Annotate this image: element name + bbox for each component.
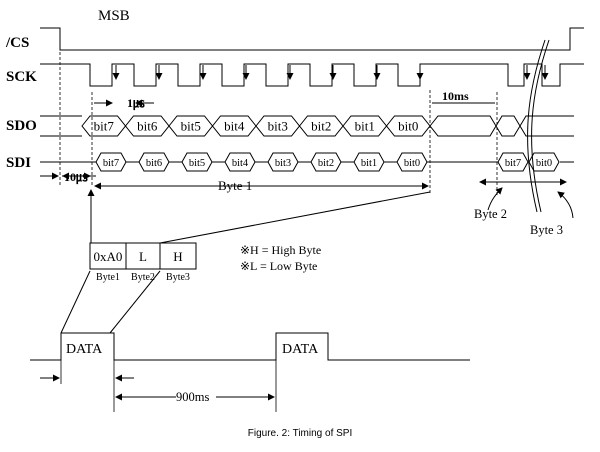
- packet-cell-1: L: [139, 249, 147, 264]
- packet-box: 0xA0 L H Byte1 Byte2 Byte3: [89, 242, 197, 283]
- timing-10us: 10㎲: [40, 170, 96, 184]
- sdi-bit-label: bit7: [103, 158, 119, 169]
- sdi-bit-cell: bit1: [353, 152, 385, 172]
- timing-10ms: 10ms: [432, 89, 495, 104]
- sdi-bit-label: bit4: [232, 158, 249, 169]
- sdi-tail-bit-cell: bit7: [497, 152, 529, 172]
- byte1-span: Byte 1: [94, 178, 429, 193]
- sdo-bit-label: bit6: [137, 119, 158, 134]
- sdo-bit-cell: bit5: [168, 115, 214, 137]
- break-line-right: [531, 39, 550, 213]
- svg-text:10ms: 10ms: [442, 89, 469, 103]
- data-connector-left: [60, 270, 91, 334]
- svg-text:10㎲: 10㎲: [64, 170, 88, 184]
- sdi-label: SDI: [6, 155, 31, 171]
- sdi-bit-cell: bit0: [396, 152, 428, 172]
- cs-waveform: [40, 27, 584, 51]
- data-connector-right: [109, 270, 161, 334]
- sdi-bit-label: bit2: [318, 158, 334, 169]
- sdo-bit-label: bit7: [94, 119, 115, 134]
- svg-text:900ms: 900ms: [176, 390, 209, 404]
- sdi-bit-label: bit3: [275, 158, 291, 169]
- reference-lines: [59, 52, 498, 195]
- sdi-bit-label: bit0: [404, 158, 420, 169]
- sdi-bit-cell: bit6: [138, 152, 170, 172]
- sdi-bit-label: bit6: [146, 158, 162, 169]
- sdi-bus: bit7 bit6 bit5 bit4 bit3 bit2 bit1 bit0 bit7 bit…: [40, 152, 574, 172]
- sdi-bit-cell: bit7: [95, 152, 127, 172]
- svg-text:Byte 3: Byte 3: [530, 223, 563, 237]
- packet-byte-label-2: Byte3: [166, 272, 190, 283]
- sck-waveform: [40, 63, 584, 87]
- sdi-bit-cell: bit4: [224, 152, 256, 172]
- svg-text:Byte 2: Byte 2: [474, 207, 507, 221]
- packet-cell-0: 0xA0: [94, 249, 123, 264]
- sdo-bit-label: bit2: [311, 119, 331, 134]
- sdo-bit-cell: bit2: [298, 115, 344, 137]
- sdo-bit-cell: bit0: [385, 115, 431, 137]
- packet-byte-label-0: Byte1: [96, 272, 120, 283]
- note-low-byte: ※L = Low Byte: [240, 259, 317, 273]
- data-label-1: DATA: [66, 342, 103, 357]
- sdi-tail-bit-label: bit0: [536, 158, 552, 169]
- sdo-label: SDO: [6, 118, 37, 134]
- sdo-bit-cell: bit1: [342, 115, 388, 137]
- svg-text:1㎲: 1㎲: [127, 96, 145, 110]
- sdi-bit-cell: bit2: [310, 152, 342, 172]
- sdi-bit-label: bit5: [189, 158, 205, 169]
- sck-label: SCK: [6, 69, 37, 85]
- figure-caption: Figure. 2: Timing of SPI: [248, 428, 353, 439]
- timing-1us: 1㎲: [94, 96, 154, 110]
- sdo-bit-label: bit1: [355, 119, 375, 134]
- sdo-bit-cell: bit3: [255, 115, 301, 137]
- sdi-bit-label: bit1: [361, 158, 377, 169]
- msb-label: MSB: [98, 8, 130, 24]
- break-line-left: [527, 39, 546, 213]
- sdi-tail-bit-label: bit7: [505, 158, 521, 169]
- sdo-bit-label: bit0: [398, 119, 418, 134]
- packet-cell-2: H: [173, 249, 182, 264]
- sdo-bit-cell: bit7: [81, 115, 127, 137]
- sdo-bit-cell: bit6: [124, 115, 170, 137]
- sdo-bit-label: bit5: [181, 119, 201, 134]
- sdo-bit-cell: bit4: [211, 115, 257, 137]
- sdo-bit-label: bit4: [224, 119, 245, 134]
- sdi-bit-cell: bit3: [267, 152, 299, 172]
- cs-label: /CS: [5, 35, 29, 51]
- data-waveform: [30, 332, 470, 361]
- packet-byte-label-1: Byte2: [131, 272, 155, 283]
- packet-connector-right: [159, 191, 431, 244]
- data-label-2: DATA: [282, 342, 319, 357]
- byte2-byte3-span: Byte 2 Byte 3: [474, 178, 574, 237]
- sdo-bus: bit7 bit6 bit5 bit4 bit3 bit2 bit1 bit0: [40, 115, 574, 137]
- sck-rising-edge-arrows: [112, 65, 549, 80]
- note-high-byte: ※H = High Byte: [240, 243, 321, 257]
- sdi-bit-cell: bit5: [181, 152, 213, 172]
- svg-text:Byte 1: Byte 1: [218, 178, 252, 193]
- timing-900ms: 900ms: [115, 390, 275, 404]
- sdo-bit-label: bit3: [268, 119, 288, 134]
